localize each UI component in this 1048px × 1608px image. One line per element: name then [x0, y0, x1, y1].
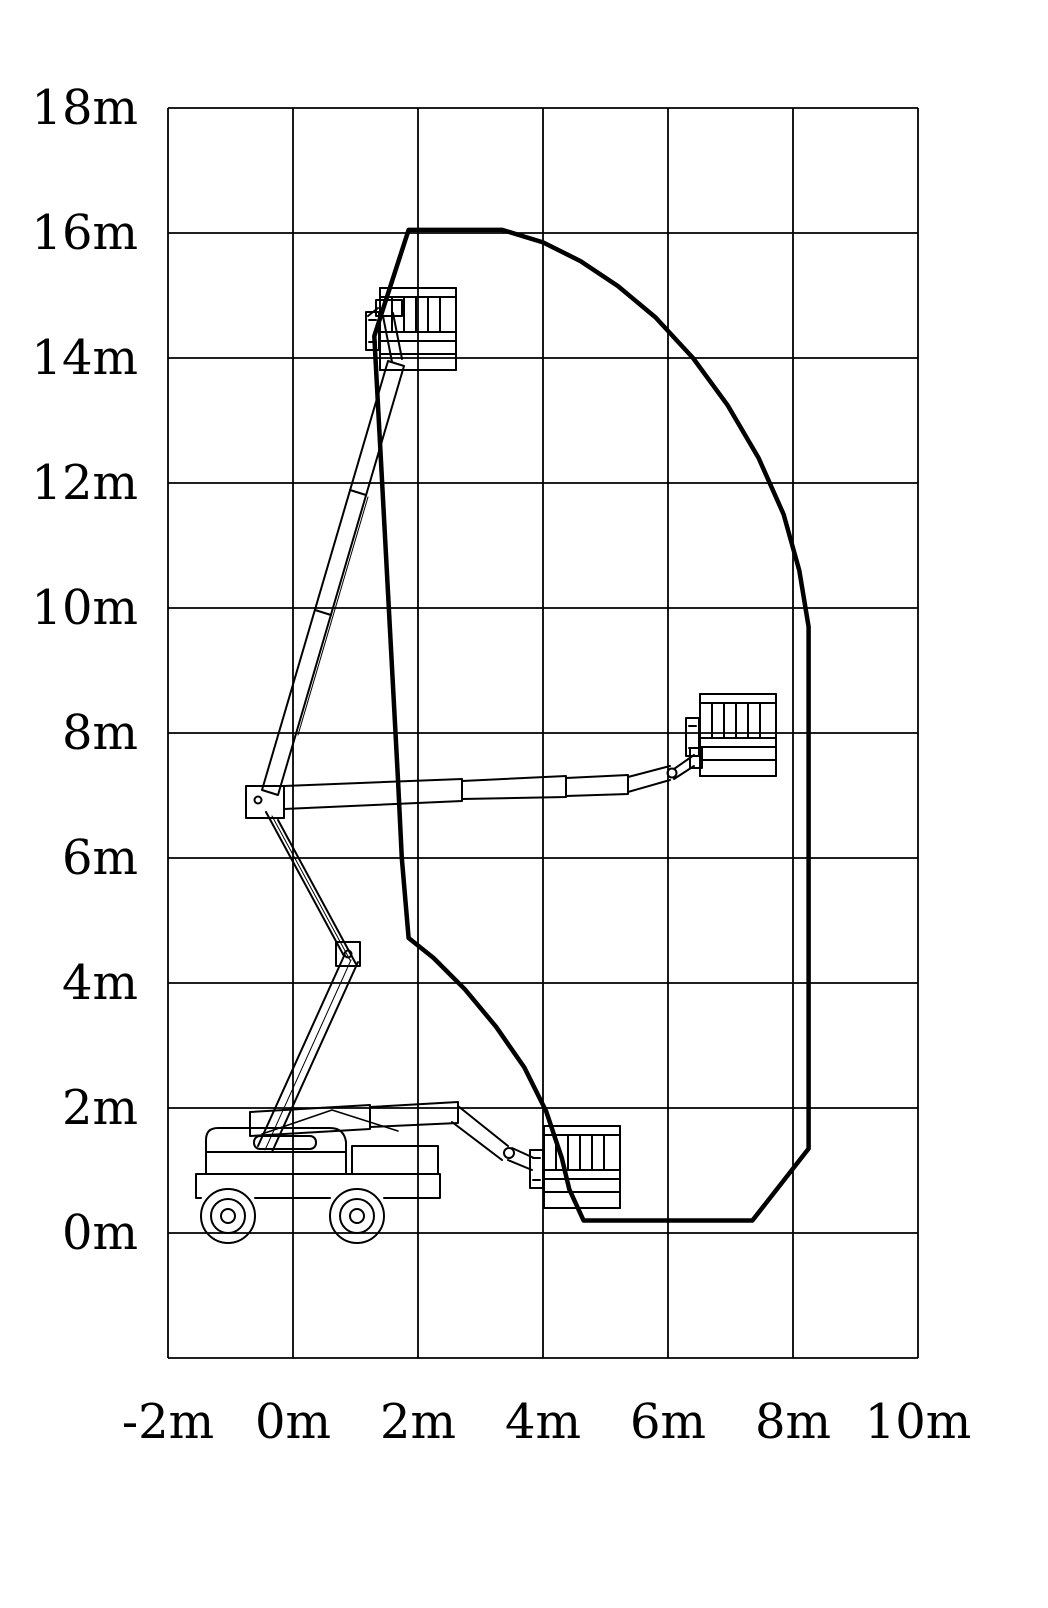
y-axis-labels: 18m 16m 14m 12m 10m 8m 6m 4m 2m 0m [31, 80, 138, 1261]
machine-outline [283, 778, 463, 810]
machine-outline [253, 795, 263, 805]
machine-outline [349, 1208, 365, 1224]
y-tick-label: 6m [62, 830, 138, 886]
x-tick-label: 0m [255, 1394, 331, 1450]
machine-outline [205, 1127, 347, 1175]
machine-outline [369, 1101, 459, 1128]
boom-lift-stowed-pose [249, 1101, 621, 1209]
machine-outline [195, 1173, 441, 1199]
y-tick-label: 4m [62, 955, 138, 1011]
y-tick-label: 10m [31, 580, 138, 636]
machine-outline [335, 941, 361, 967]
wheel-icon [200, 1188, 256, 1244]
boom-lift-chassis [195, 1127, 441, 1244]
machine-outline [451, 1121, 503, 1161]
y-tick-label: 2m [62, 1080, 138, 1136]
machine-outline [331, 1109, 399, 1132]
machine-outline [277, 819, 357, 965]
boom-lift-riser [245, 785, 361, 1153]
machine-outline [314, 609, 332, 616]
machine-outline [349, 489, 367, 496]
machine-outline [503, 1147, 515, 1159]
machine-outline [382, 315, 393, 363]
grid-lines [167, 107, 919, 1359]
y-tick-label: 14m [31, 330, 138, 386]
boom-lift-raised-pose [261, 287, 457, 796]
y-tick-label: 18m [31, 80, 138, 136]
wheel-icon [329, 1188, 385, 1244]
machine-outline [261, 360, 405, 796]
machine-outline [297, 496, 369, 736]
machine-outline [375, 299, 403, 317]
machine-outline [265, 811, 345, 957]
machine-outline [565, 774, 629, 797]
working-envelope-path [372, 227, 811, 1223]
machine-outline [339, 1198, 375, 1234]
machine-outline [627, 779, 671, 793]
x-tick-label: 4m [505, 1394, 581, 1450]
machine-outline [220, 1208, 236, 1224]
platform-basket [685, 693, 777, 777]
x-tick-label: 6m [630, 1394, 706, 1450]
machine-outline [351, 1145, 439, 1175]
x-tick-label: 10m [865, 1394, 972, 1450]
machine-outline [666, 767, 678, 779]
machine-outline [264, 959, 352, 1151]
platform-basket [529, 1125, 621, 1209]
machine-outline [392, 312, 403, 360]
x-tick-label: 2m [380, 1394, 456, 1450]
y-tick-label: 0m [62, 1205, 138, 1261]
x-tick-label: -2m [122, 1394, 214, 1450]
machine-outline [249, 1104, 371, 1137]
x-axis-labels: -2m 0m 2m 4m 6m 8m 10m [122, 1394, 971, 1450]
working-envelope-outline [372, 227, 811, 1223]
machine-outline [627, 765, 671, 778]
machine-outline [253, 1135, 317, 1150]
machine-outline [271, 961, 359, 1153]
machine-outline [461, 775, 567, 800]
boom-lift-illustrations [195, 287, 777, 1244]
machine-outline [257, 955, 345, 1147]
machine-outline [457, 1105, 509, 1147]
x-tick-label: 8m [755, 1394, 831, 1450]
y-tick-label: 12m [31, 455, 138, 511]
machine-outline [210, 1198, 246, 1234]
machine-outline [271, 815, 351, 961]
y-tick-label: 16m [31, 205, 138, 261]
boom-lift-horizontal-pose [283, 693, 777, 810]
y-tick-label: 8m [62, 705, 138, 761]
machine-outline [507, 1159, 533, 1171]
